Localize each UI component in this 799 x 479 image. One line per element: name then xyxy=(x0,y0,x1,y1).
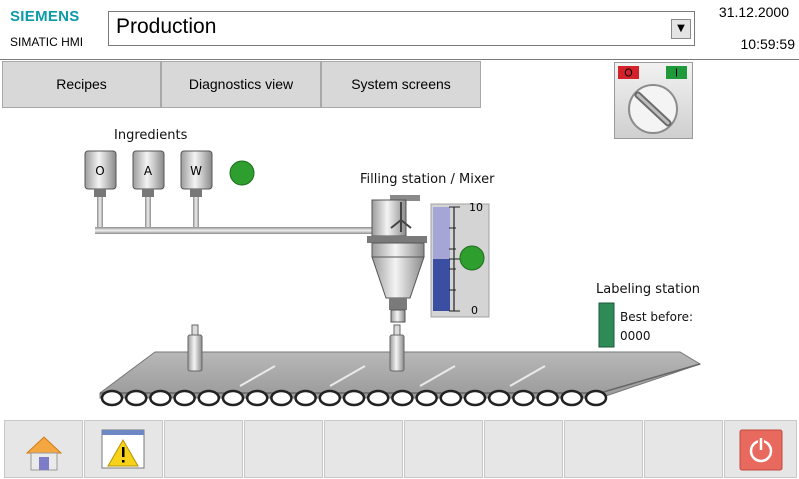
main-switch[interactable]: O I xyxy=(614,62,693,139)
conveyor-roller xyxy=(221,389,245,407)
recipes-button[interactable]: Recipes xyxy=(2,61,161,108)
mixer-status-indicator xyxy=(459,245,485,271)
conveyor-roller xyxy=(294,389,317,407)
conveyor-roller xyxy=(270,389,293,407)
tank-w-label: W xyxy=(190,164,202,178)
mixer-level-fill xyxy=(433,259,450,311)
off-label: O xyxy=(624,67,633,80)
empty-function-key[interactable] xyxy=(644,420,723,478)
home-button[interactable] xyxy=(4,420,83,478)
ingredient-tank-a xyxy=(132,150,165,227)
power-icon xyxy=(739,429,783,471)
gauge-min-label: 0 xyxy=(471,304,478,317)
empty-function-key[interactable] xyxy=(324,420,403,478)
screen-selector[interactable]: Production ▼ xyxy=(108,11,695,46)
date-display: 31.12.2000 xyxy=(718,4,789,20)
shutdown-button[interactable] xyxy=(724,420,797,478)
conveyor-roller xyxy=(560,389,584,407)
conveyor-roller xyxy=(342,389,366,407)
conveyor-roller xyxy=(149,389,172,407)
alarm-button[interactable] xyxy=(84,420,163,478)
time-display: 10:59:59 xyxy=(740,36,796,52)
off-indicator xyxy=(618,66,639,79)
best-before-label: Best before: xyxy=(620,310,694,324)
empty-function-key[interactable] xyxy=(244,420,323,478)
gauge-max-label: 10 xyxy=(469,201,483,214)
conveyor-roller xyxy=(536,389,559,407)
mixer-tank xyxy=(367,195,427,323)
ingredients-status-indicator xyxy=(229,160,255,186)
conveyor-roller xyxy=(100,389,124,407)
empty-function-key[interactable] xyxy=(404,420,483,478)
production-schematic: O A W 10 0 xyxy=(84,150,702,407)
conveyor-roller xyxy=(173,389,196,407)
home-icon xyxy=(25,436,63,471)
conveyor-roller xyxy=(391,389,414,407)
diagnostics-view-button[interactable]: Diagnostics view xyxy=(161,61,321,108)
tank-o-label: O xyxy=(95,164,104,178)
labeling-station-title: Labeling station xyxy=(596,282,701,297)
conveyor-roller xyxy=(463,389,487,407)
brand-logo: SIEMENS xyxy=(10,8,80,25)
ingredients-title: Ingredients xyxy=(114,128,188,143)
header-bar: SIEMENS SIMATIC HMI Production ▼ 31.12.2… xyxy=(0,0,799,60)
conveyor-belt xyxy=(99,351,702,407)
empty-function-key[interactable] xyxy=(484,420,563,478)
conveyor-roller xyxy=(366,389,390,407)
conveyor-roller xyxy=(124,389,148,407)
chevron-down-icon[interactable]: ▼ xyxy=(671,19,691,39)
labeling-station-indicator xyxy=(598,302,615,348)
mixer-title: Filling station / Mixer xyxy=(360,172,495,187)
tank-a-label: A xyxy=(144,164,153,178)
conveyor-roller xyxy=(318,389,342,407)
conveyor-roller xyxy=(584,389,608,407)
conveyor-roller xyxy=(487,389,511,407)
warning-icon xyxy=(101,429,145,469)
on-indicator xyxy=(666,66,687,79)
screen-title: Production xyxy=(116,15,217,38)
empty-function-key[interactable] xyxy=(164,420,243,478)
conveyor-roller xyxy=(245,389,269,407)
conveyor-roller xyxy=(415,389,438,407)
conveyor-roller xyxy=(197,389,221,407)
best-before-value: 0000 xyxy=(620,329,651,343)
conveyor-roller xyxy=(512,389,535,407)
conveyor-rollers xyxy=(100,389,608,407)
bottle xyxy=(389,324,405,372)
bottle xyxy=(187,324,203,372)
empty-function-key[interactable] xyxy=(564,420,643,478)
ingredient-tank-w xyxy=(180,150,213,227)
supply-pipe xyxy=(95,227,379,234)
ingredient-tank-o xyxy=(84,150,117,227)
system-screens-button[interactable]: System screens xyxy=(321,61,481,108)
conveyor-roller xyxy=(439,389,463,407)
on-label: I xyxy=(675,67,678,80)
product-name: SIMATIC HMI xyxy=(10,35,84,49)
